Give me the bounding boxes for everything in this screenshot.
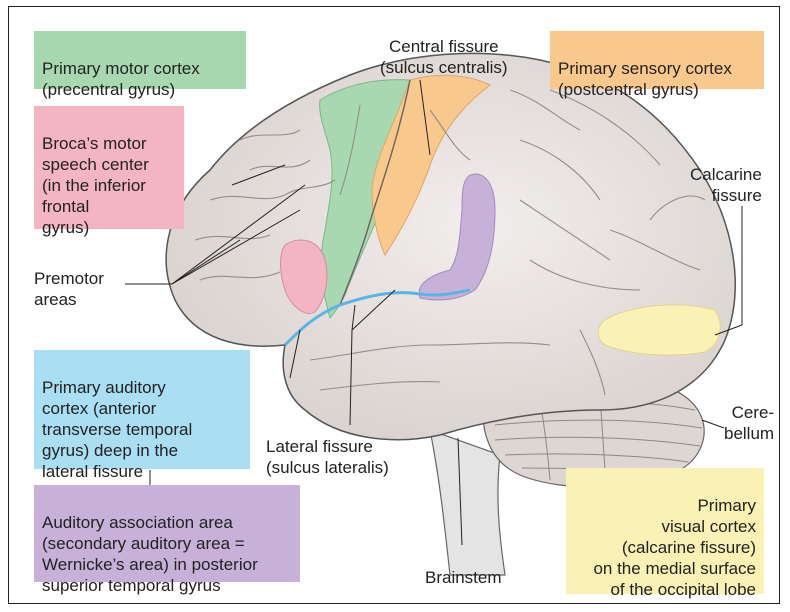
broca-text: Broca’s motor speech center (in the infe… [42,134,149,237]
broca-box: Broca’s motor speech center (in the infe… [34,106,184,229]
auditory-cortex-box: Primary auditory cortex (anterior transv… [34,350,250,469]
cerebellum-label: Cere- bellum [724,402,774,444]
premotor-label: Premotor areas [34,268,104,310]
auditory-cortex-text: Primary auditory cortex (anterior transv… [42,378,192,481]
sensory-cortex-box: Primary sensory cortex (postcentral gyru… [550,31,764,89]
central-fissure-label: Central fissure (sulcus centralis) [380,36,508,78]
association-box: Auditory association area (secondary aud… [34,485,300,582]
visual-cortex-text: Primary visual cortex (calcarine fissure… [593,496,756,599]
brainstem-label: Brainstem [425,567,502,588]
calcarine-fissure-label: Calcarine fissure [690,164,762,206]
motor-cortex-box: Primary motor cortex (precentral gyrus) [34,31,246,89]
visual-cortex-box: Primary visual cortex (calcarine fissure… [566,468,764,594]
lateral-fissure-label: Lateral fissure (sulcus lateralis) [266,436,389,478]
